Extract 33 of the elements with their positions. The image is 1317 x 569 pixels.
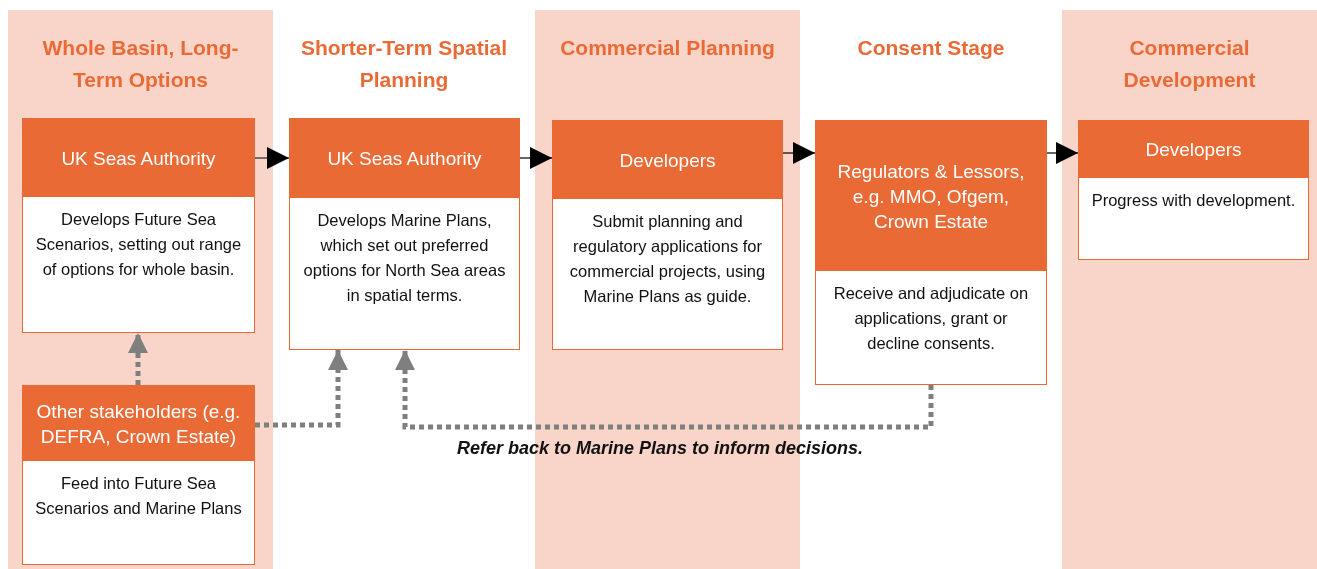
arrow (1046, 142, 1079, 164)
card-title: Developers (619, 148, 716, 173)
dashed-arrow (395, 350, 934, 430)
stage-heading: Commercial Development (1122, 35, 1257, 93)
stage-band (8, 10, 273, 569)
arrow (519, 147, 553, 169)
card-title: UK Seas Authority (327, 147, 482, 171)
process-card (22, 385, 255, 565)
stage-heading: Consent Stage (856, 35, 1006, 61)
card-description: Submit planning and regulatory applications for commercial projects, using Marine Plans as guide. (568, 211, 767, 307)
card-title: Other stakeholders (e.g. DEFRA, Crown Estate) (35, 399, 242, 449)
process-card (815, 120, 1047, 385)
arrow (782, 142, 816, 164)
process-card (289, 118, 520, 350)
stage-heading: Commercial Planning (559, 35, 776, 61)
card-description: Receive and adjudicate on applications, grant or decline consents. (832, 283, 1030, 354)
dashed-arrow (128, 333, 148, 385)
process-card (1078, 120, 1309, 260)
edge-label: Refer back to Marine Plans to inform decisions. (455, 438, 865, 459)
stage-heading: Whole Basin, Long-Term Options (41, 35, 240, 93)
card-description: Progress with development. (1090, 190, 1297, 211)
card-title: Regulators & Lessors, e.g. MMO, Ofgem, Crown Estate (836, 159, 1026, 234)
stage-band (1062, 10, 1317, 569)
stage-heading: Shorter-Term Spatial Planning (299, 35, 509, 93)
card-description: Develops Marine Plans, which set out preferred options for North Sea areas in spatial terms. (302, 210, 507, 306)
card-title: Developers (1145, 138, 1242, 162)
dashed-arrow (255, 350, 348, 428)
arrow (254, 147, 290, 169)
process-card (22, 118, 255, 333)
card-description: Feed into Future Sea Scenarios and Marine Plans (34, 473, 243, 519)
card-description: Develops Future Sea Scenarios, setting out range of options for whole basin. (34, 209, 243, 280)
process-card (552, 120, 783, 350)
card-title: UK Seas Authority (61, 146, 216, 171)
